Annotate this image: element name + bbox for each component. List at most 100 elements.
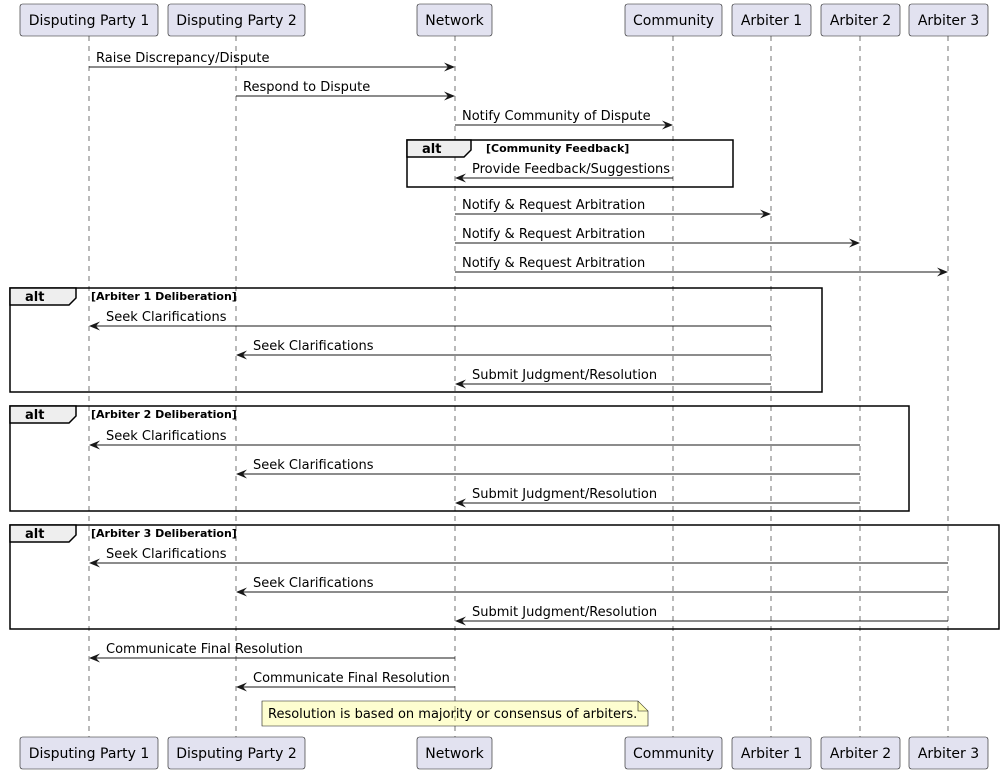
message-12-seek-clarifications: Seek Clarifications: [236, 458, 860, 479]
message-label: Submit Judgment/Resolution: [472, 605, 657, 620]
arrowhead: [455, 616, 466, 626]
message-label: Notify & Request Arbitration: [462, 227, 645, 242]
message-15-seek-clarifications: Seek Clarifications: [236, 576, 948, 597]
participant-box: [416, 3, 493, 37]
frame-tab: [9, 524, 77, 543]
participant-bottom-arbiter-2: Arbiter 2: [820, 736, 901, 770]
frame-guard: [Arbiter 1 Deliberation]: [91, 290, 237, 303]
message-label: Seek Clarifications: [106, 547, 227, 562]
message-label: Communicate Final Resolution: [106, 642, 303, 657]
frame-tab: [9, 405, 77, 424]
message-1-raise-discrepancy-dispute: Raise Discrepancy/Dispute: [89, 51, 455, 72]
message-label: Seek Clarifications: [253, 339, 374, 354]
participant-label: Arbiter 1: [741, 746, 802, 762]
arrowhead: [89, 558, 100, 568]
arrowhead: [937, 267, 948, 277]
participant-bottom-disputing-party-2: Disputing Party 2: [167, 736, 306, 770]
arrowhead: [444, 62, 455, 72]
participant-top-arbiter-2: Arbiter 2: [820, 3, 901, 37]
participant-top-community: Community: [624, 3, 723, 37]
participant-label: Arbiter 3: [918, 746, 979, 762]
arrowhead: [236, 682, 247, 692]
frame-operator: alt: [25, 527, 44, 542]
participant-top-disputing-party-1: Disputing Party 1: [19, 3, 159, 37]
participant-box: [820, 736, 901, 770]
alt-frame-2: alt [Arbiter 1 Deliberation]: [9, 287, 823, 393]
frame-guard: [Community Feedback]: [486, 142, 629, 155]
participant-label: Community: [633, 746, 714, 762]
participant-label: Arbiter 2: [830, 746, 891, 762]
frame-operator: alt: [422, 142, 441, 157]
message-11-seek-clarifications: Seek Clarifications: [89, 429, 860, 450]
arrowhead: [455, 498, 466, 508]
frame-tab: [406, 139, 472, 158]
participant-top-arbiter-1: Arbiter 1: [731, 3, 812, 37]
arrowhead: [455, 379, 466, 389]
participant-box: [908, 3, 989, 37]
arrowhead: [236, 587, 247, 597]
message-10-submit-judgment-resolution: Submit Judgment/Resolution: [455, 368, 771, 389]
message-18-communicate-final-resolution: Communicate Final Resolution: [236, 671, 455, 692]
message-label: Respond to Dispute: [243, 80, 370, 95]
participant-label: Arbiter 3: [918, 13, 979, 29]
message-13-submit-judgment-resolution: Submit Judgment/Resolution: [455, 487, 860, 508]
participant-box: [19, 3, 159, 37]
arrowhead: [444, 91, 455, 101]
participant-box: [19, 736, 159, 770]
message-7-notify-request-arbitration: Notify & Request Arbitration: [455, 256, 948, 277]
note-text: Resolution is based on majority or conse…: [268, 707, 637, 722]
participant-label: Arbiter 2: [830, 13, 891, 29]
participant-box: [416, 736, 493, 770]
message-label: Communicate Final Resolution: [253, 671, 450, 686]
message-label: Seek Clarifications: [106, 310, 227, 325]
participant-box: [731, 736, 812, 770]
frame-border: [9, 287, 823, 393]
resolution-note: Resolution is based on majority or conse…: [261, 700, 649, 727]
arrowhead: [849, 238, 860, 248]
participant-bottom-network: Network: [416, 736, 493, 770]
participant-label: Community: [633, 13, 714, 29]
participant-label: Disputing Party 2: [176, 13, 297, 29]
frame-border: [406, 139, 734, 188]
message-14-seek-clarifications: Seek Clarifications: [89, 547, 948, 568]
arrowhead: [455, 173, 466, 183]
participant-bottom-arbiter-3: Arbiter 3: [908, 736, 989, 770]
message-label: Seek Clarifications: [106, 429, 227, 444]
message-label: Notify & Request Arbitration: [462, 256, 645, 271]
participant-top-arbiter-3: Arbiter 3: [908, 3, 989, 37]
alt-frame-1: alt [Community Feedback]: [406, 139, 734, 188]
message-label: Notify Community of Dispute: [462, 109, 651, 124]
participant-top-network: Network: [416, 3, 493, 37]
message-5-notify-request-arbitration: Notify & Request Arbitration: [455, 198, 771, 219]
participant-box: [731, 3, 812, 37]
frame-guard: [Arbiter 3 Deliberation]: [91, 527, 237, 540]
message-label: Submit Judgment/Resolution: [472, 487, 657, 502]
participant-box: [820, 3, 901, 37]
alt-frame-3: alt[Arbiter 2 Deliberation]: [9, 405, 910, 512]
arrowhead: [89, 321, 100, 331]
arrowhead: [89, 440, 100, 450]
arrowhead: [760, 209, 771, 219]
arrowhead: [236, 350, 247, 360]
arrowhead: [236, 469, 247, 479]
frame-operator: alt: [25, 290, 44, 305]
frame-tab: [9, 287, 77, 306]
arrowhead: [662, 120, 673, 130]
message-label: Submit Judgment/Resolution: [472, 368, 657, 383]
participant-bottom-arbiter-1: Arbiter 1: [731, 736, 812, 770]
message-4-provide-feedback-suggestions: Provide Feedback/Suggestions: [455, 162, 673, 183]
participant-top-disputing-party-2: Disputing Party 2: [167, 3, 306, 37]
frame-border: [9, 524, 1000, 630]
message-17-communicate-final-resolution: Communicate Final Resolution: [89, 642, 455, 663]
frame-operator: alt: [25, 408, 44, 423]
participant-bottom-disputing-party-1: Disputing Party 1: [19, 736, 159, 770]
note-fold: [637, 701, 648, 712]
participant-box: [624, 3, 723, 37]
participant-label: Arbiter 1: [741, 13, 802, 29]
participant-label: Disputing Party 2: [176, 746, 297, 762]
message-label: Seek Clarifications: [253, 576, 374, 591]
participant-label: Disputing Party 1: [29, 13, 150, 29]
message-label: Notify & Request Arbitration: [462, 198, 645, 213]
